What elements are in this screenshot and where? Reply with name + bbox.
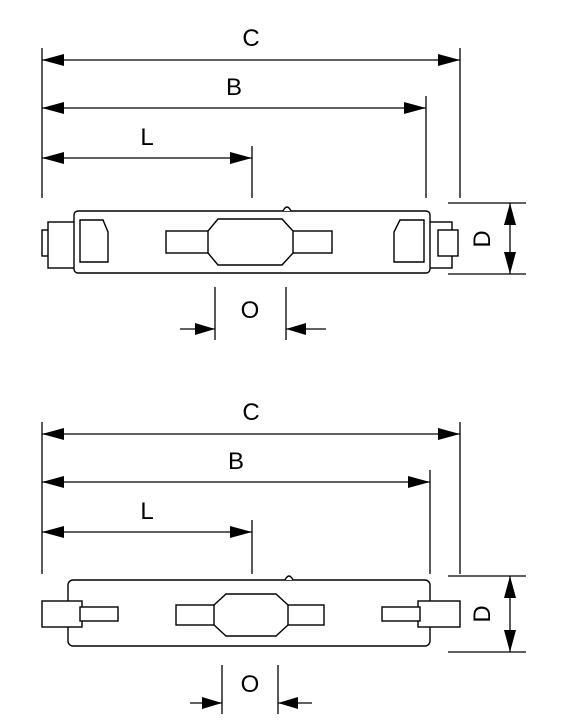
dimension-c: C bbox=[42, 399, 460, 440]
label-o: O bbox=[241, 297, 260, 324]
dimension-d: D bbox=[469, 576, 516, 652]
label-l: L bbox=[140, 124, 153, 151]
extension-lines bbox=[41, 422, 526, 714]
dimension-o: O bbox=[190, 671, 312, 709]
dimension-l: L bbox=[42, 124, 252, 164]
dimension-b: B bbox=[42, 74, 426, 114]
label-o: O bbox=[241, 671, 260, 698]
dimension-l: L bbox=[42, 498, 252, 538]
dimension-d: D bbox=[469, 203, 516, 274]
label-b: B bbox=[226, 74, 242, 101]
dimension-o: O bbox=[180, 297, 326, 335]
extension-lines bbox=[41, 48, 526, 340]
dimension-c: C bbox=[42, 25, 460, 66]
diagram-bottom: C B L D O bbox=[41, 399, 526, 714]
label-c: C bbox=[242, 399, 259, 426]
lamp-top bbox=[41, 206, 459, 274]
dimension-b: B bbox=[42, 448, 430, 488]
diagram-top: C B L D O bbox=[41, 25, 526, 340]
label-l: L bbox=[140, 498, 153, 525]
label-d: D bbox=[469, 605, 496, 622]
label-c: C bbox=[242, 25, 259, 52]
label-b: B bbox=[228, 448, 244, 475]
lamp-bottom bbox=[41, 575, 461, 647]
label-d: D bbox=[469, 230, 496, 247]
